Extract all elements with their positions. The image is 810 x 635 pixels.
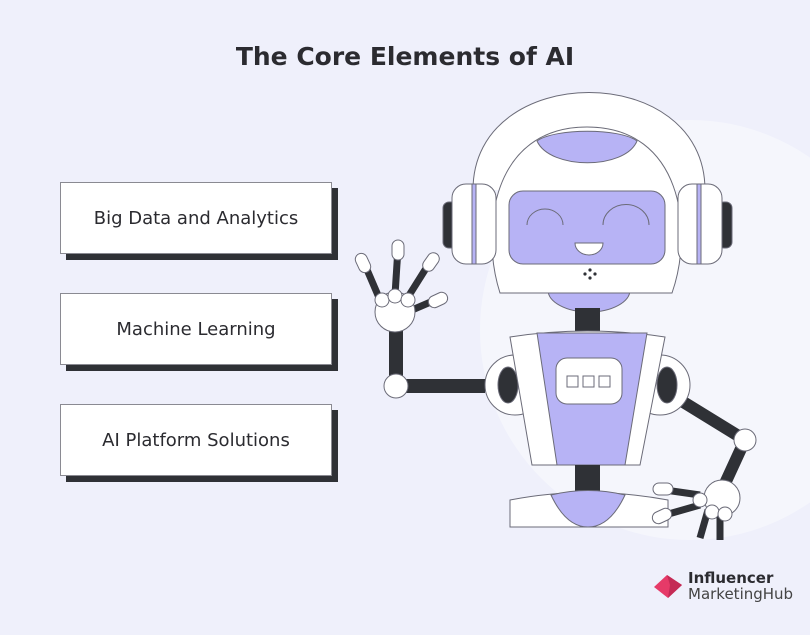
logo-diamond-icon (654, 575, 682, 598)
right-hand (651, 479, 741, 540)
element-label: Big Data and Analytics (93, 207, 299, 229)
element-card-ai-platform: AI Platform Solutions (60, 404, 332, 476)
element-label: AI Platform Solutions (102, 429, 290, 451)
brand-logo: Influencer MarketingHub (654, 570, 793, 602)
element-card-machine-learning: Machine Learning (60, 293, 332, 365)
element-label: Machine Learning (116, 318, 276, 340)
page-title: The Core Elements of AI (235, 42, 575, 71)
left-hand (354, 239, 449, 333)
logo-line1: Influencer (688, 569, 774, 587)
elbow-joint (383, 373, 409, 399)
element-card-big-data: Big Data and Analytics (60, 182, 332, 254)
logo-line2: MarketingHub (688, 585, 794, 603)
